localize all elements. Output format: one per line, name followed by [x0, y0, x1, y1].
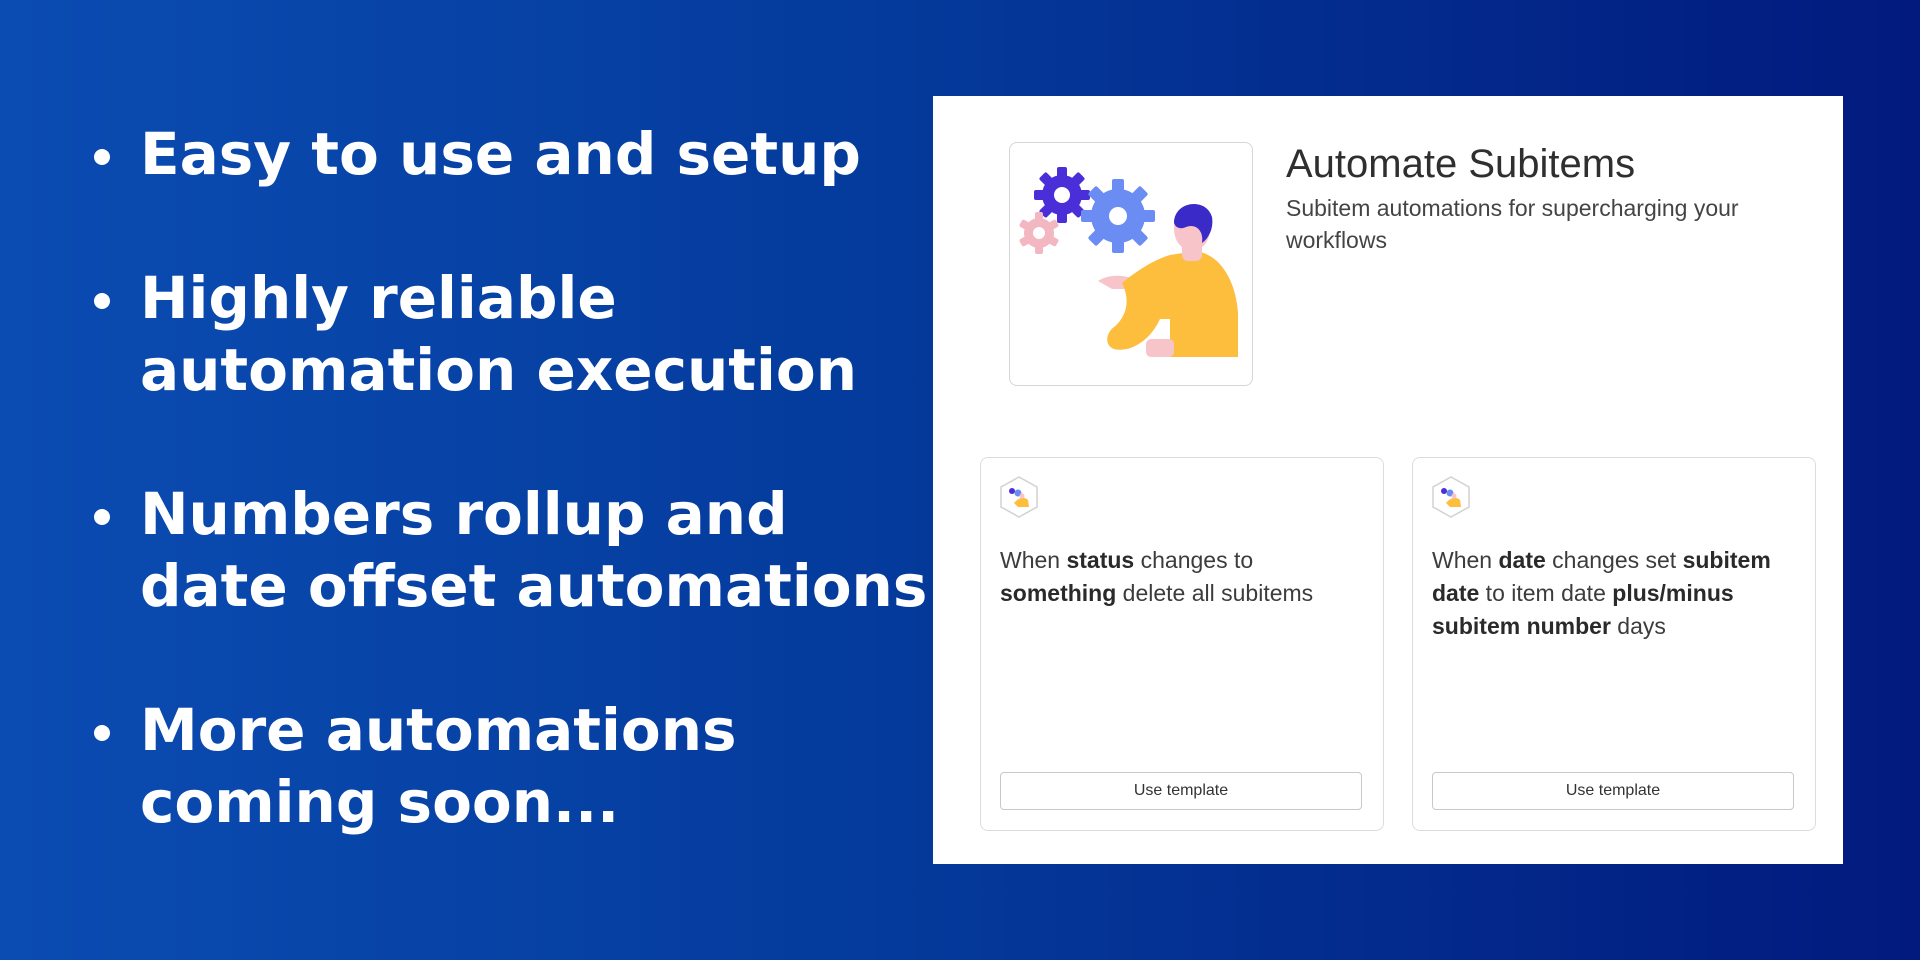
- feature-line: coming soon...: [140, 768, 620, 836]
- use-template-button[interactable]: Use template: [1432, 772, 1794, 810]
- feature-item: Easy to use and setup: [90, 118, 927, 190]
- template-text: changes to: [1134, 547, 1254, 573]
- template-description: When status changes to something delete …: [1000, 544, 1370, 610]
- template-text: When: [1432, 547, 1499, 573]
- template-keyword: something: [1000, 580, 1117, 606]
- app-title: Automate Subitems: [1286, 142, 1636, 186]
- automation-template-icon: [1000, 476, 1038, 518]
- template-description: When date changes set subitem date to it…: [1432, 544, 1802, 643]
- bullet-dot: [94, 509, 110, 525]
- gears-person-illustration-icon: [1009, 142, 1253, 386]
- template-keyword: plus/minus subitem number: [1432, 580, 1734, 639]
- feature-line: automation execution: [140, 336, 858, 404]
- template-keyword: subitem date: [1432, 547, 1771, 606]
- template-card: When date changes set subitem date to it…: [1412, 457, 1816, 831]
- template-text: to item date: [1479, 580, 1613, 606]
- feature-line: Easy to use and setup: [140, 120, 861, 188]
- feature-line: date offset automations: [140, 552, 928, 620]
- app-subtitle: Subitem automations for supercharging yo…: [1286, 195, 1739, 253]
- use-template-button[interactable]: Use template: [1000, 772, 1362, 810]
- template-keyword: date: [1498, 547, 1546, 573]
- feature-line: More automations: [140, 696, 737, 764]
- template-keyword: status: [1066, 547, 1135, 573]
- template-text: changes set: [1545, 547, 1683, 573]
- automation-template-icon: [1432, 476, 1470, 518]
- template-card: When status changes to something delete …: [980, 457, 1384, 831]
- app-preview-panel: Automate Subitems Subitem automations fo…: [933, 96, 1843, 864]
- bullet-dot: [94, 149, 110, 165]
- bullet-dot: [94, 725, 110, 741]
- template-text: When: [1000, 547, 1067, 573]
- feature-line: Highly reliable: [140, 264, 617, 332]
- template-text: days: [1610, 613, 1666, 639]
- template-text: delete all subitems: [1116, 580, 1314, 606]
- feature-line: Numbers rollup and: [140, 480, 788, 548]
- bullet-dot: [94, 293, 110, 309]
